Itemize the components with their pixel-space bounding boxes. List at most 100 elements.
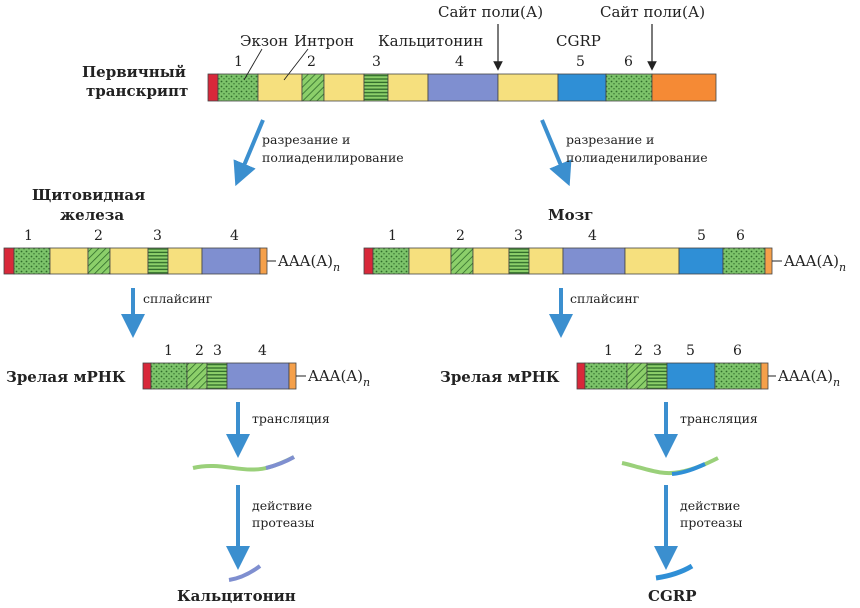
primary-transcript-label-line1: Первичный (82, 63, 186, 81)
exon-3-segment (508, 247, 530, 275)
exon-6-segment (605, 73, 653, 102)
exon-4-segment (427, 73, 499, 102)
cleavage-label-right-line2: полиаденилирование (566, 150, 708, 165)
exon-number: 6 (624, 54, 633, 70)
exon-4-segment (226, 362, 290, 390)
exon-number: 1 (24, 228, 33, 244)
exon-number: 5 (697, 228, 706, 244)
exon-number: 1 (388, 228, 397, 244)
splicing-label-left: сплайсинг (143, 291, 212, 306)
exon-number: 6 (733, 343, 742, 359)
thyroid-mature-mrna-bar (142, 362, 297, 390)
exon-3-segment (147, 247, 169, 275)
cgrp-product-label: CGRP (648, 587, 697, 605)
protease-label-left-line2: протеазы (252, 515, 314, 530)
thyroid-numbers: 1 2 3 4 (24, 228, 239, 244)
protease-label-right-line2: протеазы (680, 515, 742, 530)
intron-segment (167, 247, 203, 275)
exon-3-segment (206, 362, 228, 390)
cap-segment (363, 247, 374, 275)
exon-number: 6 (736, 228, 745, 244)
exon-1-segment (217, 73, 259, 102)
protease-label-right-line1: действие (680, 498, 740, 513)
exon-number: 4 (230, 228, 239, 244)
thyroid-mature-numbers: 1 2 3 4 (164, 343, 267, 359)
polya-tail-segment (764, 247, 773, 275)
primary-transcript-label: Первичный транскрипт (82, 63, 188, 100)
exon-number: 2 (307, 54, 316, 70)
thyroid-mature-polya-tail: AAA(A)n (307, 367, 370, 389)
exon-2-segment (626, 362, 648, 390)
polya-tail-segment (288, 362, 297, 390)
exon-number: 5 (686, 343, 695, 359)
calcitonin-peptide (228, 564, 262, 582)
brain-mature-mrna-bar (576, 362, 769, 390)
brain-mature-polya-tail: AAA(A)n (777, 367, 840, 389)
intron-segment (109, 247, 149, 275)
exon-number: 1 (164, 343, 173, 359)
polya-site-label-2: Сайт поли(А) (600, 3, 705, 21)
exon-number: 4 (455, 54, 464, 70)
thyroid-polypeptide-calcitonin-part (265, 455, 295, 470)
brain-polypeptide-cgrp-part (671, 462, 706, 476)
calcitonin-label: Кальцитонин (378, 32, 483, 50)
brain-title: Мозг (548, 206, 593, 224)
thyroid-title-line1: Щитовидная (32, 186, 145, 204)
thyroid-mature-mrna-label: Зрелая мРНК (6, 368, 126, 386)
exon-number: 2 (456, 228, 465, 244)
cap-segment (207, 73, 219, 102)
exon-1-segment (13, 247, 51, 275)
exon-number: 2 (634, 343, 643, 359)
exon-2-segment (301, 73, 325, 102)
exon-2-segment (186, 362, 208, 390)
polya-site-label-1: Сайт поли(А) (438, 3, 543, 21)
thyroid-transcript-bar (3, 247, 268, 275)
end-segment (651, 73, 717, 102)
cleavage-label-right-line1: разрезание и (566, 132, 654, 147)
exon-2-segment (450, 247, 474, 275)
intron-segment (624, 247, 680, 275)
cgrp-label: CGRP (556, 32, 601, 50)
exon-5-segment (557, 73, 607, 102)
brain-mature-numbers: 1 2 3 5 6 (604, 343, 742, 359)
exon-number: 1 (234, 54, 243, 70)
exon-number: 2 (195, 343, 204, 359)
exon-6-segment (722, 247, 766, 275)
translation-label-right: трансляция (680, 411, 758, 426)
brain-mature-mrna-label: Зрелая мРНК (440, 368, 560, 386)
calcitonin-product-label: Кальцитонин (177, 587, 296, 605)
thyroid-title-line2: железа (60, 206, 124, 224)
exon-number: 3 (514, 228, 523, 244)
cap-segment (142, 362, 152, 390)
primary-transcript-bar (207, 73, 717, 102)
exon-1-segment (584, 362, 628, 390)
cgrp-peptide (655, 563, 694, 581)
cap-segment (3, 247, 15, 275)
polya-tail-segment (760, 362, 769, 390)
intron-segment (528, 247, 564, 275)
polya-tail-segment (259, 247, 268, 275)
protease-label-left-line1: действие (252, 498, 312, 513)
thyroid-polya-tail: AAA(A)n (277, 252, 340, 274)
intron-label: Интрон (294, 32, 354, 50)
exon-4-segment (201, 247, 261, 275)
intron-segment (257, 73, 303, 102)
exon-5-segment (678, 247, 724, 275)
exon-3-segment (646, 362, 668, 390)
cleavage-label-left-line1: разрезание и (262, 132, 350, 147)
intron-segment (323, 73, 365, 102)
brain-polya-tail: AAA(A)n (783, 252, 846, 274)
exon-3-segment (363, 73, 389, 102)
intron-segment (497, 73, 559, 102)
exon-number: 2 (94, 228, 103, 244)
exon-5-segment (666, 362, 716, 390)
intron-segment (387, 73, 429, 102)
cap-segment (576, 362, 586, 390)
cleavage-arrow-left (233, 119, 265, 187)
intron-segment (472, 247, 510, 275)
intron-segment (408, 247, 452, 275)
exon-1-segment (372, 247, 410, 275)
exon-number: 3 (153, 228, 162, 244)
intron-pointer-line (283, 48, 309, 81)
